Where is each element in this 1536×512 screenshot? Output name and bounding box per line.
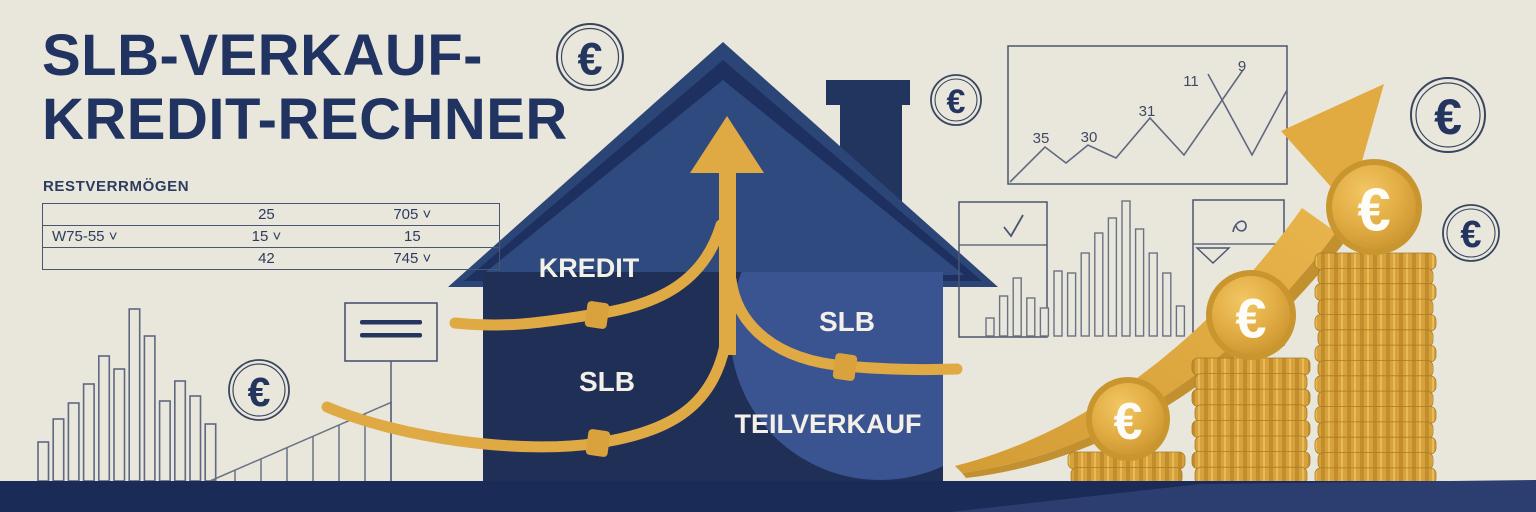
dropdown-triangle-icon	[1195, 247, 1231, 264]
euro-symbol: €	[1357, 177, 1390, 244]
euro-symbol: €	[1434, 89, 1462, 145]
cell-r3c3-dropdown[interactable]: 745 ˅	[393, 250, 432, 267]
table-caption: RESTVERRMÖGEN	[43, 178, 190, 195]
label-teilverkauf: TEILVERKAUF	[735, 409, 922, 439]
cell-r1c2: 25	[258, 206, 275, 223]
euro-symbol: €	[947, 83, 966, 121]
growth-arrow	[955, 84, 1384, 478]
euro-coin-medium: €	[1206, 270, 1296, 360]
chart-label-31: 31	[1139, 103, 1156, 120]
table-row: 25 705 ˅	[43, 204, 499, 225]
restvermoegen-table: 25 705 ˅ W75-55 ˅ 15 ˅ 15 42 745 ˅	[42, 203, 500, 270]
page-title: SLB-VERKAUF- KREDIT-RECHNER	[42, 24, 568, 152]
euro-symbol: €	[1460, 214, 1481, 256]
chart-label-9: 9	[1238, 58, 1246, 75]
euro-outline-coin-mid: €	[930, 74, 982, 126]
check-icon	[1003, 214, 1024, 238]
table-row: W75-55 ˅ 15 ˅ 15	[43, 225, 499, 247]
chart-label-11: 11	[1183, 73, 1199, 90]
chart-label-30: 30	[1081, 129, 1098, 146]
cell-r2c2-dropdown[interactable]: 15 ˅	[251, 228, 282, 245]
euro-symbol: €	[1235, 287, 1266, 350]
euro-outline-coin-right-bottom: €	[1442, 204, 1500, 262]
label-slb-left: SLB	[579, 366, 635, 397]
cell-r3c2: 42	[258, 250, 275, 267]
cell-r1c3-dropdown[interactable]: 705 ˅	[393, 206, 432, 223]
sketch-bar-chart-mid	[985, 200, 1186, 337]
euro-outline-coin-right-top: €	[1410, 77, 1486, 153]
up-arrow	[690, 116, 764, 355]
cell-r2c3: 15	[403, 228, 421, 245]
table-row: 42 745 ˅	[43, 247, 499, 269]
chart-label-35: 35	[1033, 130, 1050, 147]
sketch-growth-ramp	[209, 401, 393, 482]
sketch-bar-chart-left	[37, 308, 217, 482]
cell-r2c1-dropdown[interactable]: W75-55 ˅	[52, 228, 118, 245]
sketch-line-chart: 35 30 31 11 9	[1007, 45, 1288, 185]
euro-symbol: €	[1114, 393, 1143, 451]
label-kredit: KREDIT	[539, 253, 640, 283]
flow-nodes	[584, 301, 858, 457]
euro-outline-coin-left: €	[228, 359, 290, 421]
euro-coin-large: €	[1326, 159, 1422, 255]
coin-stack-medium	[1191, 357, 1311, 485]
euro-coin-small: €	[1086, 377, 1170, 461]
title-line-2: KREDIT-RECHNER	[42, 87, 568, 152]
euro-outline-coin-top: €	[556, 23, 624, 91]
title-line-1: SLB-VERKAUF-	[42, 23, 483, 88]
euro-symbol: €	[577, 34, 602, 85]
coin-stack-tall	[1314, 252, 1437, 486]
sign-post	[344, 302, 438, 481]
ground	[0, 480, 1536, 512]
euro-symbol: €	[248, 369, 271, 415]
squiggle-check-icon	[1232, 220, 1247, 233]
label-slb-right: SLB	[819, 306, 875, 337]
